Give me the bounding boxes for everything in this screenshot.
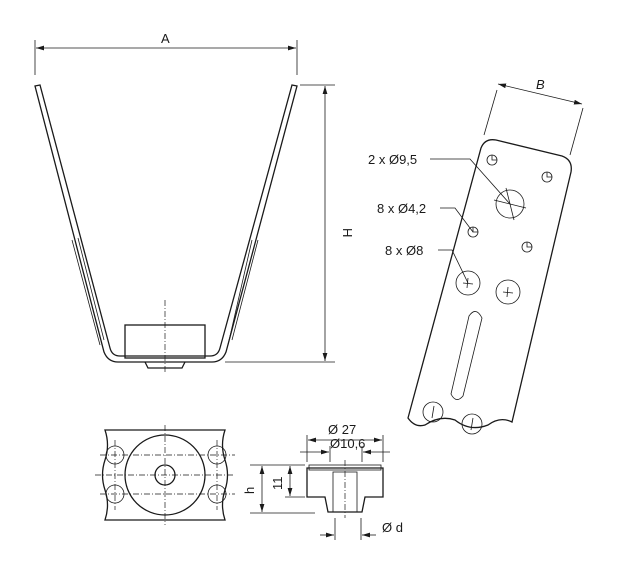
dimension-inner-diameter-label: Ø10,6: [330, 436, 365, 451]
dimension-a-label: A: [161, 31, 170, 46]
hole-8: [495, 279, 521, 305]
callout-hole-9-5: 2 x Ø9,5: [368, 152, 417, 167]
top-view: [95, 425, 235, 525]
bracket-stiffener: [71, 237, 259, 346]
dimension-outer-diameter-label: Ø 27: [328, 422, 356, 437]
front-view: A H: [34, 31, 355, 372]
dimension-body-height-label: 11: [270, 477, 285, 491]
dimension-h-total-label: h: [242, 487, 257, 494]
leader-line: [440, 207, 474, 233]
glide-section: [306, 467, 384, 513]
section-view: Ø 27 Ø10,6 h 11 Ø d: [242, 422, 403, 540]
dimension-bore-diameter-label: Ø d: [382, 520, 403, 535]
callout-hole-4-2: 8 x Ø4,2: [377, 201, 426, 216]
dimension-b: [497, 83, 583, 105]
callout-hole-8: 8 x Ø8: [385, 243, 423, 258]
extension-line: [483, 89, 498, 136]
hole-8: [422, 401, 444, 423]
mounting-plate: [407, 139, 572, 429]
leader-line: [430, 158, 511, 205]
hole-8: [461, 413, 483, 435]
hole-9-5: [495, 189, 525, 219]
bracket-outline: [34, 84, 298, 363]
extension-line: [569, 107, 584, 156]
adjustment-slot: [450, 311, 483, 400]
dimension-h-label: H: [340, 228, 355, 237]
hole-8: [455, 270, 481, 296]
leader-line: [438, 249, 469, 284]
dimension-b-label: B: [536, 77, 545, 92]
plate-view: B 2 x Ø9,5 8 x Ø4,2 8 x Ø8: [368, 77, 584, 435]
top-view-outline: [101, 429, 229, 521]
small-holes: [467, 154, 553, 253]
